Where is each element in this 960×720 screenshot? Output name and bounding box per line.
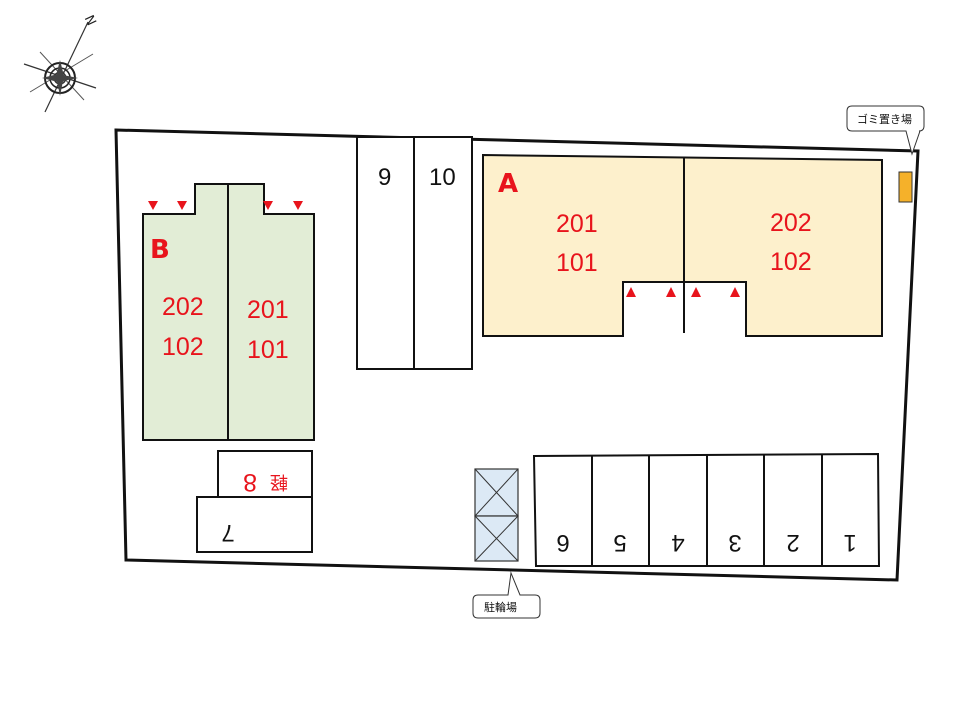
entrance-marker-icon xyxy=(666,287,676,297)
building-b-label: B xyxy=(150,235,170,265)
parking-space-8 xyxy=(217,450,313,498)
entrance-marker-icon xyxy=(177,201,187,210)
bicycle-callout: 駐輪場 xyxy=(472,571,541,619)
parking-label-1: 1 xyxy=(843,529,856,556)
parking-label-8-kei: 軽 xyxy=(270,471,288,492)
parking-top-group: 9 10 xyxy=(356,136,473,370)
parking-space-7 xyxy=(196,496,313,553)
entrance-marker-icon xyxy=(730,287,740,297)
entrance-marker-icon xyxy=(691,287,701,297)
bicycle-callout-label: 駐輪場 xyxy=(484,600,517,614)
parking-label-6: 6 xyxy=(556,529,569,556)
parking-label-9: 9 xyxy=(378,164,391,191)
bicycle-parking xyxy=(474,468,519,562)
building-a-unit-upper-left: 201 xyxy=(556,210,598,238)
compass-north-label: N xyxy=(81,13,99,28)
parking-label-3: 3 xyxy=(728,529,741,556)
building-b: B 202 102 201 101 xyxy=(142,183,315,441)
garbage-callout: ゴミ置き場 xyxy=(846,105,925,156)
garbage-callout-label: ゴミ置き場 xyxy=(857,112,912,126)
parking-small-group: 8 軽 7 xyxy=(196,450,313,553)
building-a-unit-lower-right: 102 xyxy=(770,248,812,276)
parking-bottom-group: 6 5 4 3 2 1 xyxy=(532,452,881,567)
entrance-marker-icon xyxy=(263,201,273,210)
parking-label-4: 4 xyxy=(671,529,684,556)
entrance-marker-icon xyxy=(626,287,636,297)
building-b-unit-lower-left: 102 xyxy=(162,333,204,361)
entrance-marker-icon xyxy=(293,201,303,210)
building-a: A 201 101 202 102 xyxy=(482,153,883,337)
garbage-area xyxy=(898,171,913,203)
building-b-unit-upper-right: 201 xyxy=(247,296,289,324)
parking-label-10: 10 xyxy=(429,164,456,191)
parking-label-2: 2 xyxy=(786,529,799,556)
parking-label-7: 7 xyxy=(221,519,234,546)
building-a-unit-upper-right: 202 xyxy=(770,209,812,237)
building-a-unit-lower-left: 101 xyxy=(556,249,598,277)
entrance-marker-icon xyxy=(148,201,158,210)
parking-label-8: 8 xyxy=(243,468,257,496)
building-b-unit-upper-left: 202 xyxy=(162,293,204,321)
building-b-unit-lower-right: 101 xyxy=(247,336,289,364)
parking-label-5: 5 xyxy=(613,529,626,556)
parking-space-10 xyxy=(413,136,473,370)
compass-rose-icon: N xyxy=(23,13,99,113)
building-a-label: A xyxy=(498,169,518,199)
